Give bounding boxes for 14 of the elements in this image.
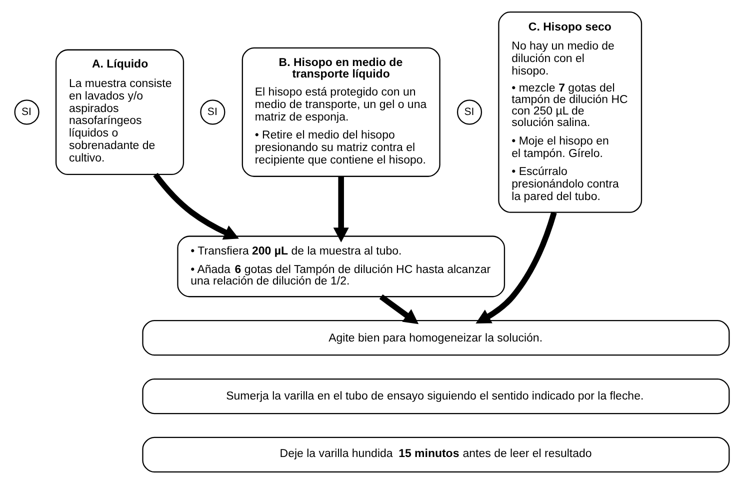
node-box: C. Hisopo seco No hay un medio de dilución con el hisopo. • mezcle 7 gotas del tampón de dilución HC con 250 µL de solución salina. • Moje el hisopo en el tampón. Gírelo. • Escúrralo presionándolo contra la pared del tubo. (498, 11, 642, 213)
node-box: Sumerja la varilla en el tubo de ensayo siguiendo el sentido indicado por la fleche. (142, 378, 730, 414)
arrow (153, 172, 239, 240)
node-circle: SI (200, 100, 226, 125)
arrow (476, 212, 557, 324)
node-box: Agite bien para homogeneizar la solución. (142, 320, 730, 356)
node-box: Deje la varilla hundida 15 minutos antes de leer el resultado (142, 436, 730, 473)
node-box: • Transfiera 200 µL de la muestra al tubo. • Añada 6 gotas del Tampón de dilución HC hasta alcanzar una relación de dilución de 1/2. (177, 236, 506, 298)
arrow (379, 294, 419, 324)
arrow (333, 176, 349, 242)
node-circle: SI (456, 100, 482, 125)
node-circle: SI (14, 100, 40, 125)
node-box: A. Líquido La muestra consiste en lavados y/o aspirados nasofaríngeos líquidos o sobrenadante de cultivo. (55, 49, 184, 176)
node-box: B. Hisopo en medio de transporte líquido El hisopo está protegido con un medio de transporte, un gel o una matriz de esponja. • Retire el medio del hisopo presionando su matriz contra el recipiente que contiene el hisopo. (242, 47, 440, 177)
